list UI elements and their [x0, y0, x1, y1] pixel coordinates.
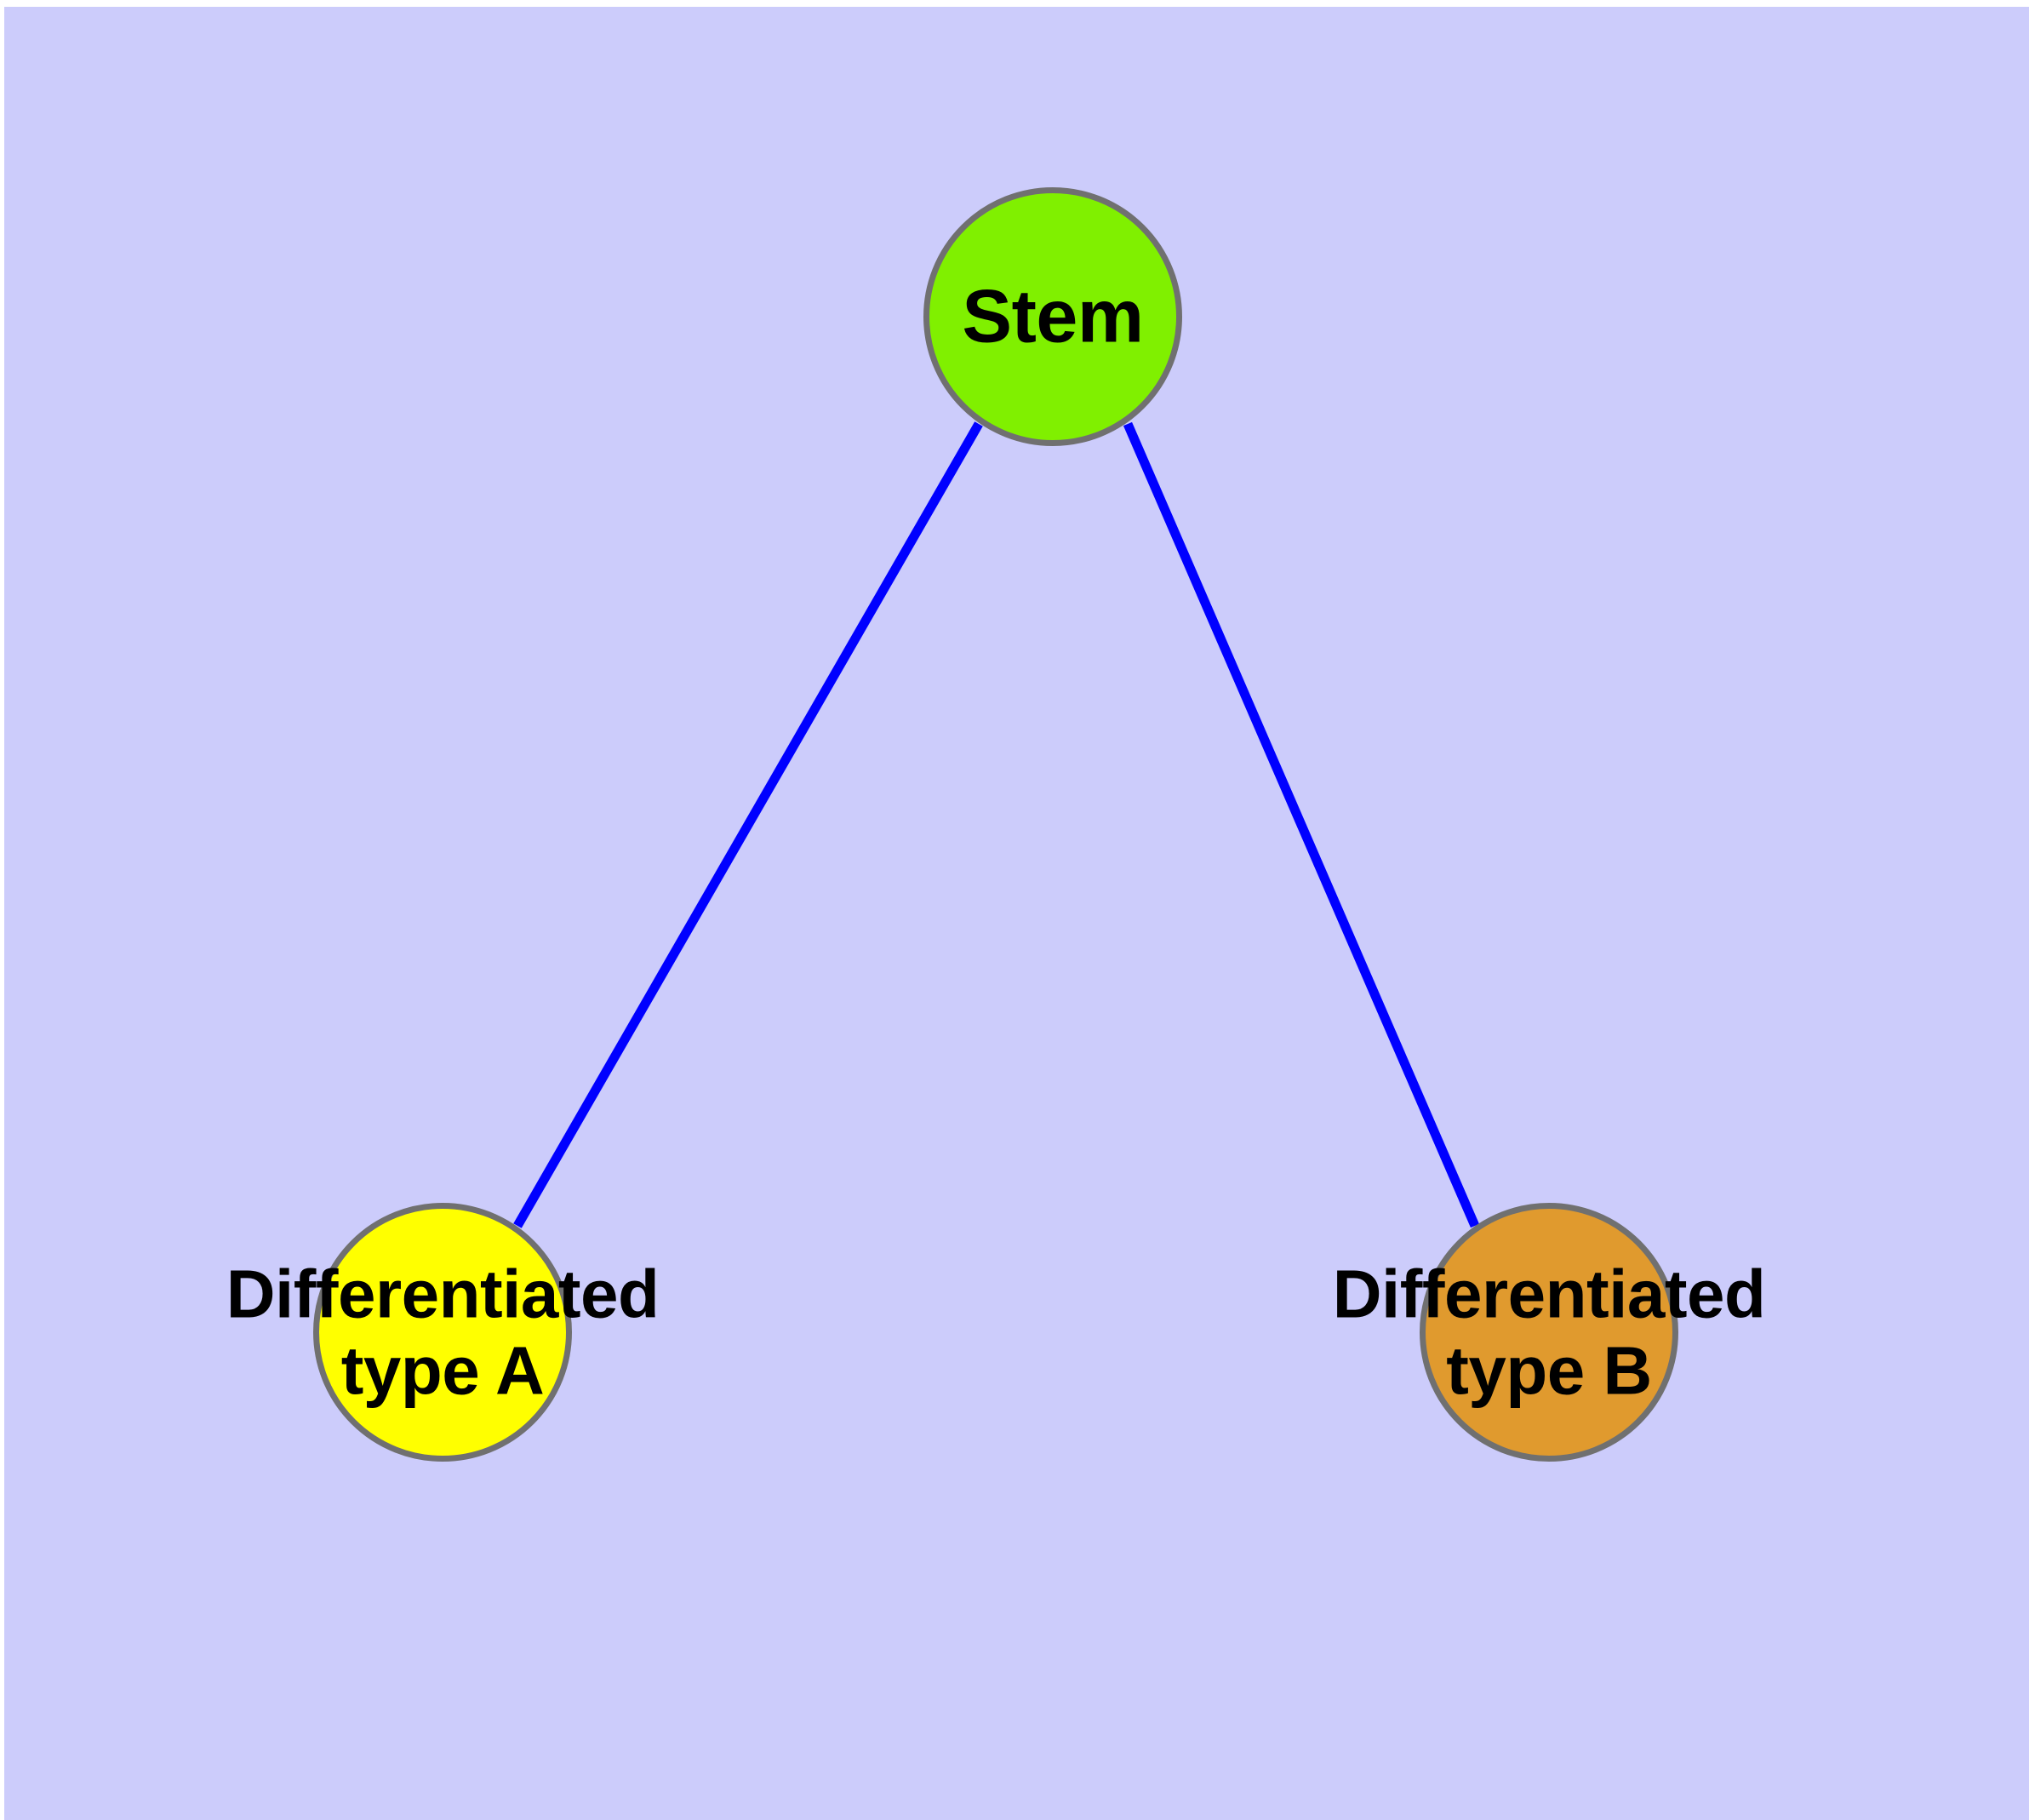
- node-differentiated-type-a-label-line2: type A: [340, 1332, 545, 1408]
- node-stem-label: Stem: [962, 273, 1144, 358]
- node-differentiated-type-b-label-line2: type B: [1446, 1332, 1652, 1408]
- edge-layer: [513, 421, 1480, 1228]
- node-stem[interactable]: Stem: [923, 187, 1182, 446]
- node-differentiated-type-b[interactable]: Differentiated type B: [1333, 1203, 1766, 1462]
- node-differentiated-type-a[interactable]: Differentiated type A: [226, 1203, 660, 1462]
- edge-stem-to-diff-a: [513, 421, 983, 1228]
- edge-stem-to-diff-b: [1123, 421, 1480, 1228]
- graph-canvas: Stem Differentiated type A Differentiate…: [4, 7, 2029, 1820]
